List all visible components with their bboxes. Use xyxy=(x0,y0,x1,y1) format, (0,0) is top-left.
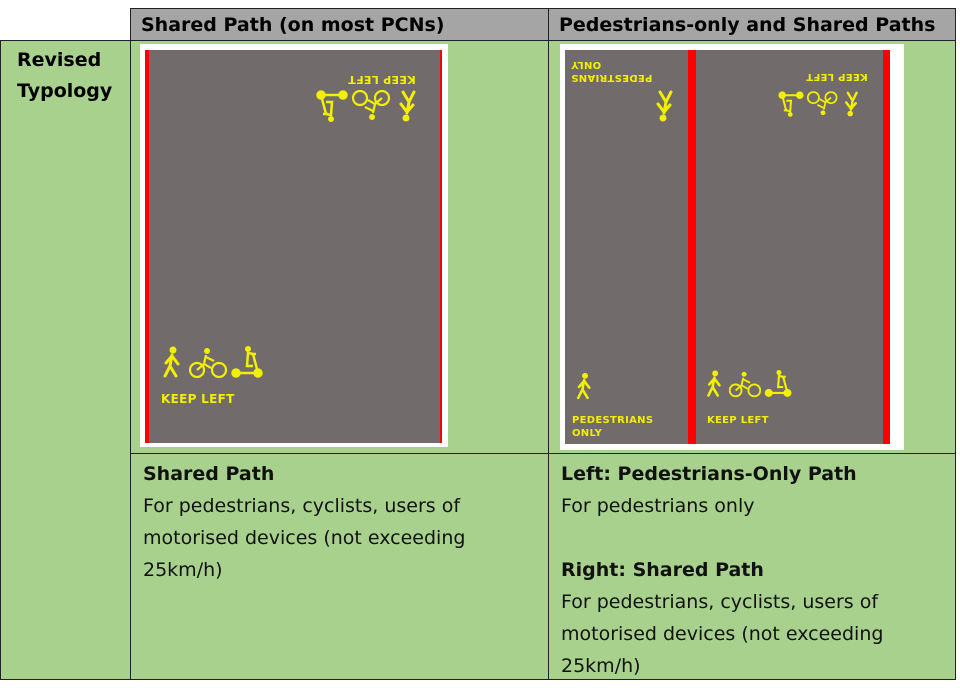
desc-shared-path: Shared Path For pedestrians, cyclists, u… xyxy=(130,453,549,680)
user-icons-flipped xyxy=(778,91,860,117)
cyclist-icon xyxy=(189,348,227,378)
header-ped-and-shared: Pedestrians-only and Shared Paths xyxy=(548,8,956,41)
desc-left-title: Left: Pedestrians-Only Path xyxy=(561,463,857,485)
row-label-cell: Revised Typology xyxy=(0,40,131,680)
pedestrian-icon-flipped xyxy=(651,90,675,122)
pedestrian-icon xyxy=(163,346,180,378)
divider-line xyxy=(688,50,696,444)
keep-left-marking-flipped: KEEP LEFT xyxy=(348,73,416,86)
scooter-icon xyxy=(231,346,263,378)
keep-left-marking: KEEP LEFT xyxy=(161,392,235,406)
keep-left-marking: KEEP LEFT xyxy=(707,415,769,426)
ped-shared-diagram: PEDESTRIANS ONLY KEEP LEFT PEDESTRIANS O… xyxy=(560,44,904,450)
pedestrian-icon xyxy=(575,372,595,400)
cyclist-icon xyxy=(352,90,390,120)
header-shared-path: Shared Path (on most PCNs) xyxy=(130,8,549,41)
desc-right-title: Right: Shared Path xyxy=(561,559,764,581)
shared-path-diagram: KEEP LEFT KEEP LEFT xyxy=(140,44,448,447)
keep-left-marking-flipped: KEEP LEFT xyxy=(806,71,868,82)
image-cell-shared: KEEP LEFT KEEP LEFT xyxy=(130,40,549,454)
desc-left-body: For pedestrians only xyxy=(561,495,755,517)
ped-only-marking: PEDESTRIANS ONLY xyxy=(572,415,654,439)
image-cell-ped-shared: PEDESTRIANS ONLY KEEP LEFT PEDESTRIANS O… xyxy=(548,40,956,454)
edge-line xyxy=(883,50,890,444)
desc-right-body: For pedestrians, cyclists, users of moto… xyxy=(561,591,884,677)
ped-only-marking-flipped: PEDESTRIANS ONLY xyxy=(571,59,653,83)
user-icons xyxy=(705,370,792,398)
scooter-icon xyxy=(316,90,348,122)
user-icons xyxy=(161,346,263,378)
desc-body: For pedestrians, cyclists, users of moto… xyxy=(143,495,466,581)
pedestrian-icon xyxy=(399,90,416,122)
user-icons-flipped xyxy=(316,90,418,122)
desc-title: Shared Path xyxy=(143,463,275,485)
corner-cell xyxy=(0,8,131,41)
row-label: Revised Typology xyxy=(17,49,113,102)
desc-ped-shared: Left: Pedestrians-Only Path For pedestri… xyxy=(548,453,956,680)
